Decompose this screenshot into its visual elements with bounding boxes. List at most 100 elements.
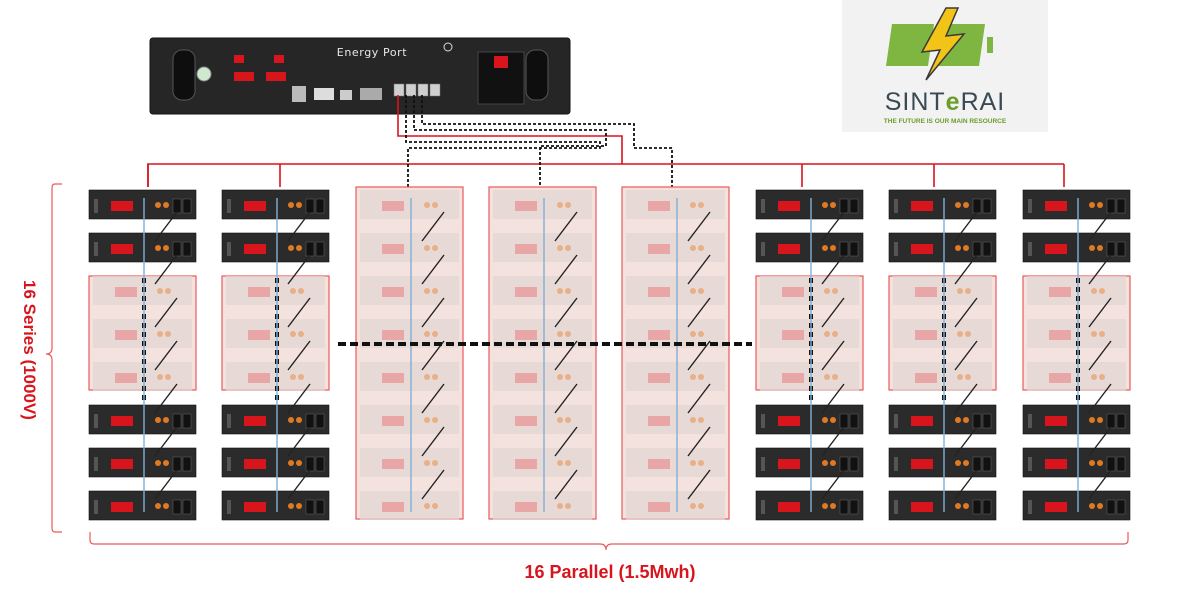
module-terminal-faded <box>557 245 563 251</box>
module-handle <box>94 457 98 471</box>
module-terminal-positive <box>955 417 961 423</box>
module-terminal-negative <box>315 499 325 515</box>
series-link-black <box>554 426 578 457</box>
module-display-faded <box>648 244 670 254</box>
module-handle <box>1028 500 1032 514</box>
module-terminal-negative <box>839 413 849 429</box>
module-display <box>111 416 133 426</box>
battery-module-faded <box>360 190 459 219</box>
module-handle <box>894 500 898 514</box>
battery-column <box>88 189 197 521</box>
status-ring-icon <box>443 42 453 52</box>
module-terminal-faded <box>698 374 704 380</box>
module-terminal-negative <box>182 241 192 257</box>
logo-word-part: RAI <box>960 88 1006 116</box>
module-terminal-positive <box>955 245 961 251</box>
module-terminal-faded <box>698 288 704 294</box>
module-terminal-faded <box>965 288 971 294</box>
module-handle <box>894 199 898 213</box>
module-terminal-positive <box>822 417 828 423</box>
series-link-black <box>154 383 178 414</box>
module-terminal-faded <box>157 331 163 337</box>
series-link-black <box>287 297 311 328</box>
module-terminal-positive <box>296 245 302 251</box>
module-terminal-faded <box>165 331 171 337</box>
series-link-black <box>287 211 311 242</box>
module-terminal-negative <box>1116 198 1126 214</box>
series-link-black <box>954 383 978 414</box>
module-handle <box>1028 242 1032 256</box>
module-terminal-negative <box>972 241 982 257</box>
module-display-faded <box>515 201 537 211</box>
module-terminal-faded <box>565 374 571 380</box>
battery-column <box>355 186 464 520</box>
red-indicator <box>234 72 254 81</box>
series-link-black <box>1088 340 1112 371</box>
module-display <box>111 502 133 512</box>
module-handle <box>227 500 231 514</box>
module-terminal-faded <box>1099 288 1105 294</box>
battery-module-faded <box>626 233 725 262</box>
module-handle <box>894 414 898 428</box>
module-handle <box>761 199 765 213</box>
series-link-black <box>154 340 178 371</box>
module-terminal-faded <box>1091 374 1097 380</box>
module-terminal-faded <box>698 202 704 208</box>
sinterai-logo: SINTeRAI THE FUTURE IS OUR MAIN RESOURCE <box>842 0 1048 132</box>
logo-word-accent: e <box>945 88 961 116</box>
module-display-faded <box>515 416 537 426</box>
module-display-faded <box>782 373 804 383</box>
module-terminal-negative <box>982 499 992 515</box>
module-terminal-negative <box>305 499 315 515</box>
battery-module-faded <box>493 405 592 434</box>
module-terminal-faded <box>824 331 830 337</box>
module-display-faded <box>515 244 537 254</box>
output-port <box>393 83 405 97</box>
module-terminal-positive <box>155 417 161 423</box>
module-display <box>1045 459 1067 469</box>
module-terminal-faded <box>690 374 696 380</box>
module-terminal-faded <box>557 288 563 294</box>
module-terminal-negative <box>172 241 182 257</box>
module-terminal-negative <box>1106 456 1116 472</box>
series-link-black <box>687 297 711 328</box>
module-terminal-faded <box>565 202 571 208</box>
module-terminal-negative <box>982 198 992 214</box>
module-display-faded <box>115 330 137 340</box>
series-link-black <box>687 383 711 414</box>
module-terminal-negative <box>172 413 182 429</box>
module-terminal-negative <box>972 413 982 429</box>
module-terminal-faded <box>698 503 704 509</box>
module-terminal-negative <box>182 198 192 214</box>
series-link-black <box>287 383 311 414</box>
module-terminal-positive <box>163 417 169 423</box>
battery-column <box>221 189 330 521</box>
series-link-black <box>821 469 845 500</box>
energy-port-title: Energy Port <box>336 46 408 59</box>
module-display-faded <box>248 330 270 340</box>
module-terminal-negative <box>972 456 982 472</box>
module-display-faded <box>115 287 137 297</box>
module-terminal-positive <box>830 245 836 251</box>
series-link-black <box>954 426 978 457</box>
series-link-black <box>421 254 445 285</box>
module-terminal-positive <box>963 503 969 509</box>
module-terminal-faded <box>424 460 430 466</box>
red-indicator <box>234 55 244 63</box>
module-display-faded <box>648 373 670 383</box>
module-terminal-positive <box>1089 503 1095 509</box>
module-terminal-positive <box>1089 202 1095 208</box>
module-terminal-faded <box>557 331 563 337</box>
module-terminal-faded <box>424 503 430 509</box>
module-terminal-positive <box>155 245 161 251</box>
module-terminal-faded <box>298 288 304 294</box>
module-terminal-faded <box>565 245 571 251</box>
module-terminal-faded <box>690 288 696 294</box>
module-terminal-negative <box>839 499 849 515</box>
battery-module-faded <box>493 491 592 520</box>
module-terminal-negative <box>1116 456 1126 472</box>
module-terminal-negative <box>172 198 182 214</box>
cable-route <box>405 95 601 187</box>
module-display <box>111 244 133 254</box>
